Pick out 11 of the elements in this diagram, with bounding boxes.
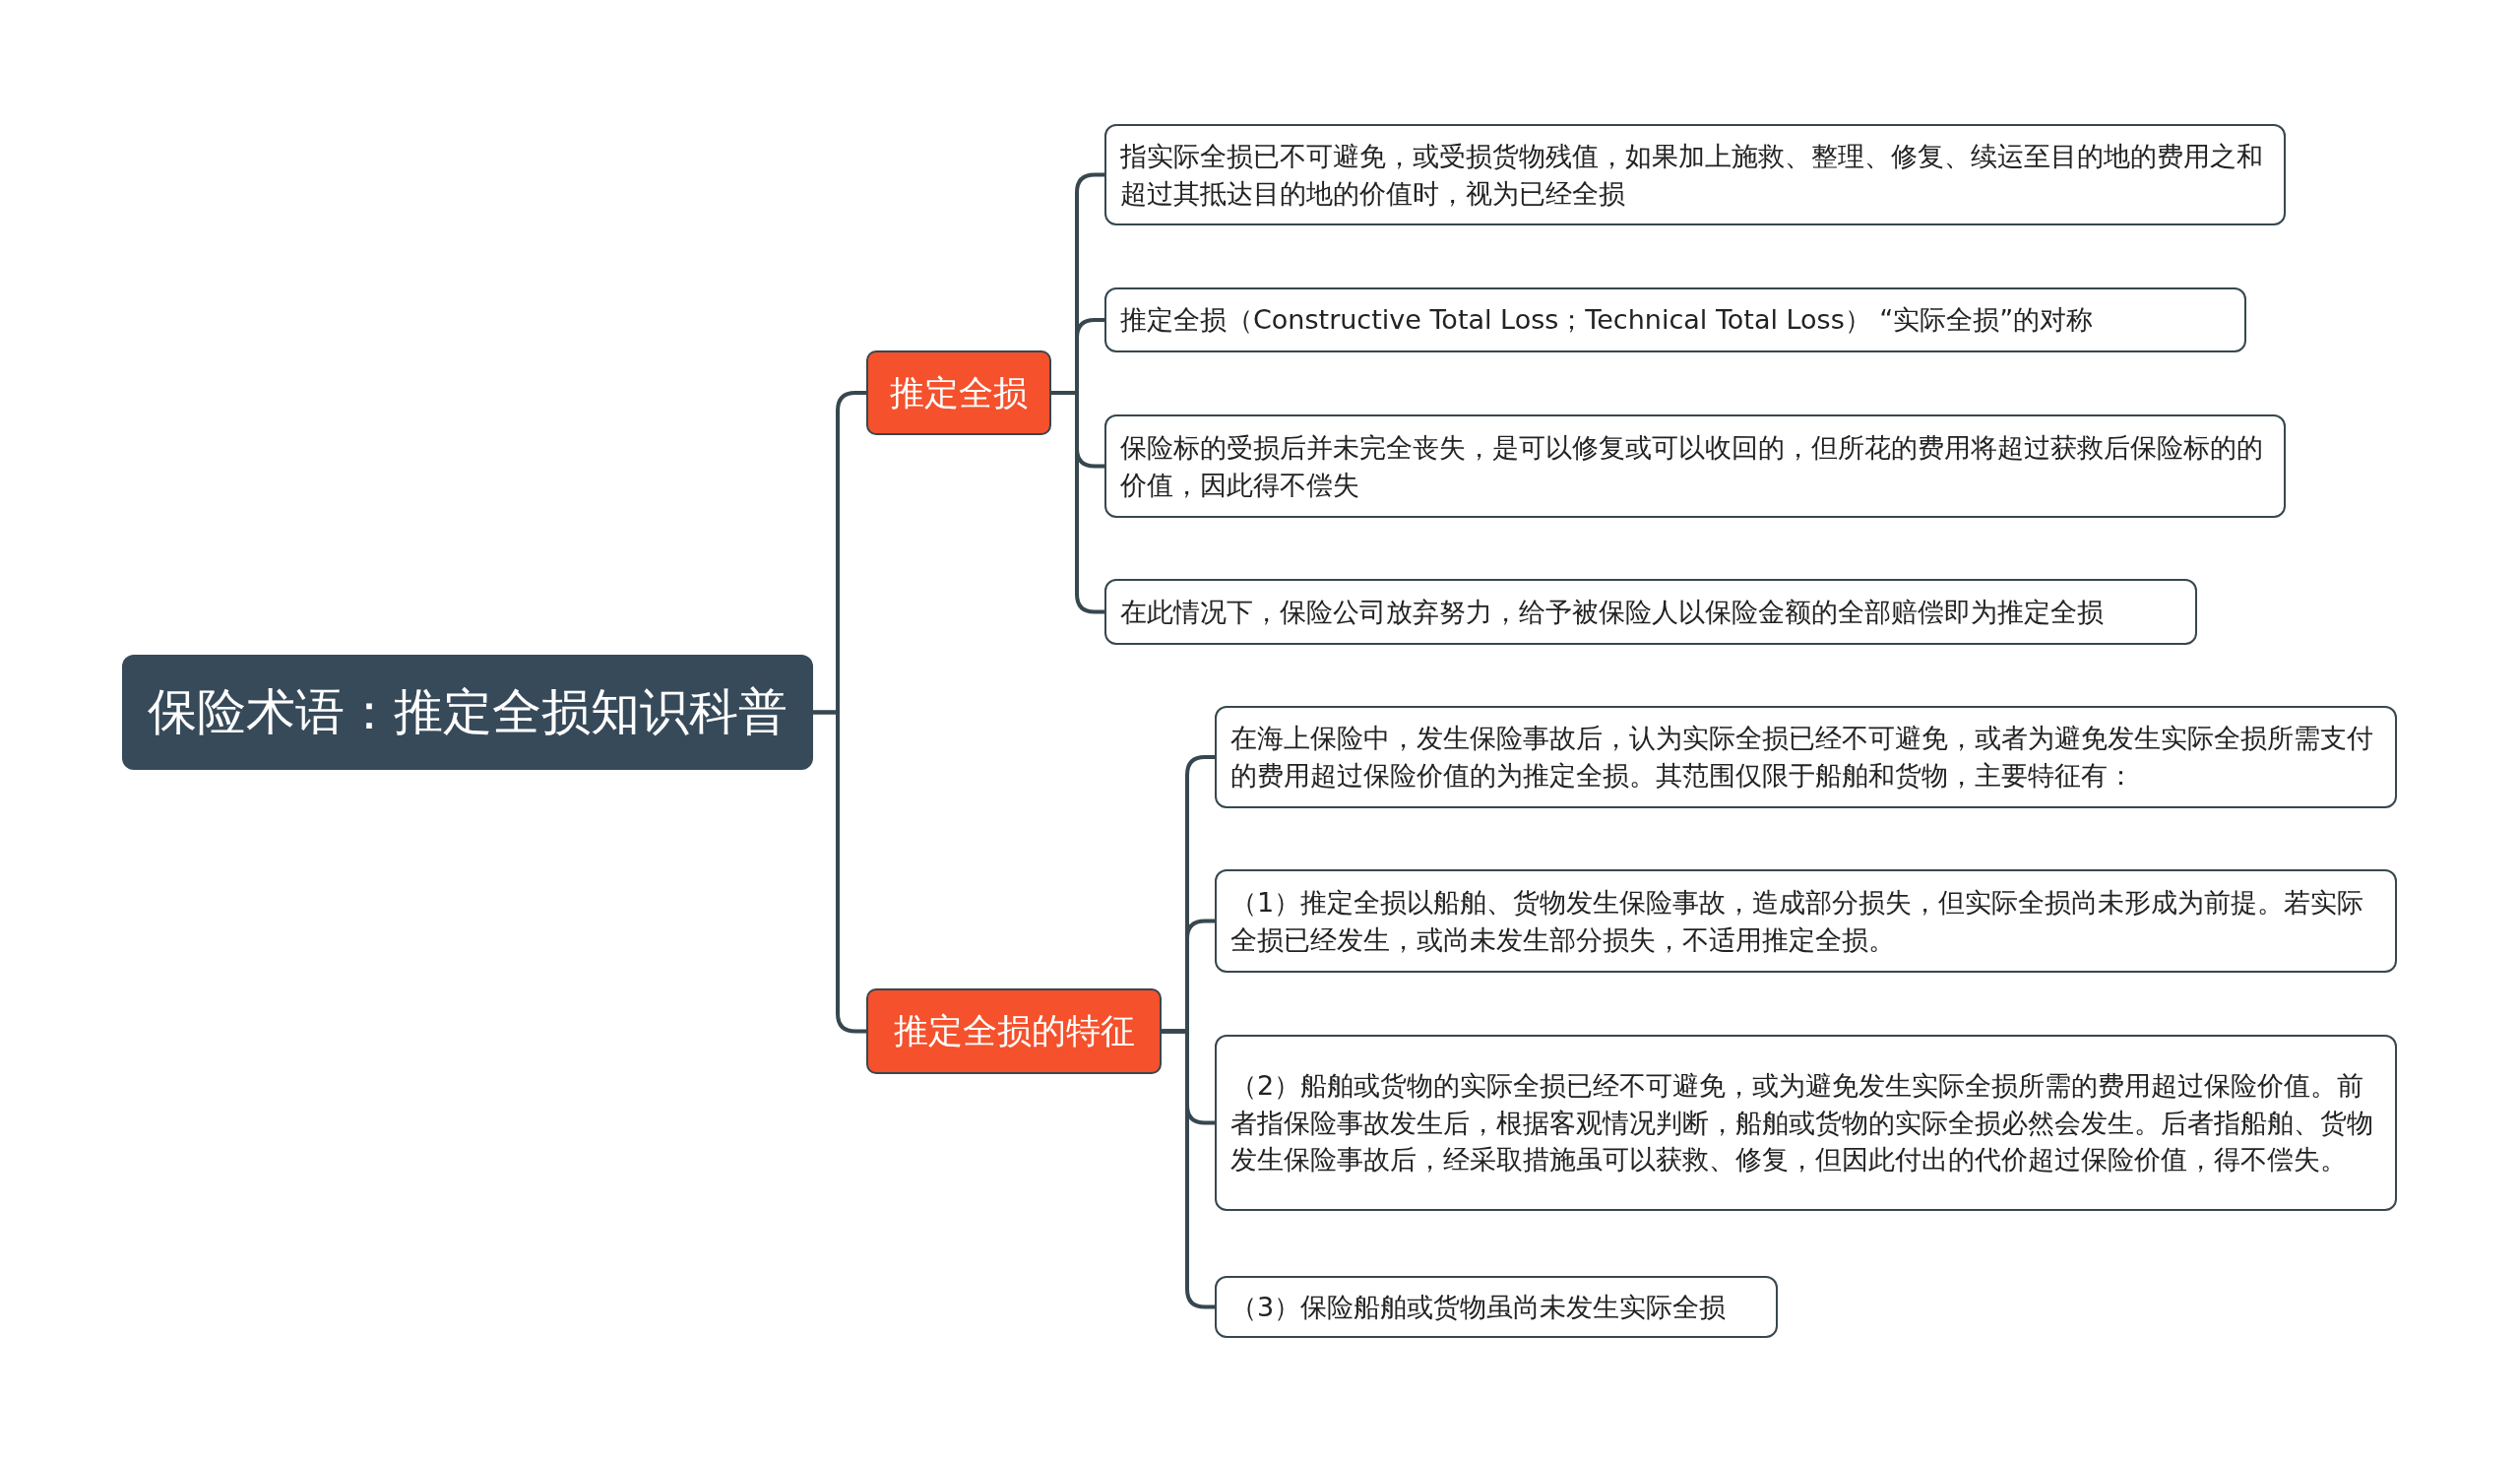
topic-box: （2）船舶或货物的实际全损已经不可避免，或为避免发生实际全损所需的费用超过保险价值。前者指保险事故发生后，根据客观情况判断，船舶或货物的实际全损必然会发生。后者指船舶、货物发生保险事故后，经采取措施虽可以获救、修复，但因此付出的代价超过保险价值，得不偿失。 xyxy=(1215,1035,2397,1211)
topic-box: （1）推定全损以船舶、货物发生保险事故，造成部分损失，但实际全损尚未形成为前提。若实际全损已经发生，或尚未发生部分损失，不适用推定全损。 xyxy=(1215,869,2397,973)
branch-topic-box: 推定全损的特征 xyxy=(866,988,1162,1074)
topic-box: 在海上保险中，发生保险事故后，认为实际全损已经不可避免，或者为避免发生实际全损所需支付的费用超过保险价值的为推定全损。其范围仅限于船舶和货物，主要特征有： xyxy=(1215,706,2397,808)
root-topic-box: 保险术语：推定全损知识科普 xyxy=(122,655,813,770)
topic-box: 推定全损（Constructive Total Loss；Technical Total Loss） “实际全损”的对称 xyxy=(1104,287,2246,352)
topic-box: 在此情况下，保险公司放弃努力，给予被保险人以保险金额的全部赔偿即为推定全损 xyxy=(1104,579,2197,645)
topic-box: 指实际全损已不可避免，或受损货物残值，如果加上施救、整理、修复、续运至目的地的费用之和超过其抵达目的地的价值时，视为已经全损 xyxy=(1104,124,2286,225)
topic-box: （3）保险船舶或货物虽尚未发生实际全损 xyxy=(1215,1276,1778,1338)
branch-topic-box: 推定全损 xyxy=(866,350,1051,435)
topic-box: 保险标的受损后并未完全丧失，是可以修复或可以收回的，但所花的费用将超过获救后保险标的的价值，因此得不偿失 xyxy=(1104,414,2286,518)
